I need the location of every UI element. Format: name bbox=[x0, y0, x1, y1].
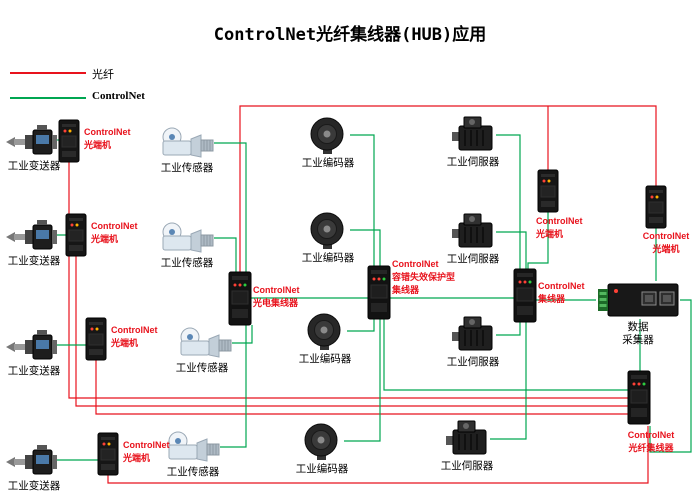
transmitter-2-icon bbox=[5, 219, 58, 250]
transmitter-4-label: 工业变送器 bbox=[7, 480, 61, 492]
sensor-3-label: 工业传感器 bbox=[175, 362, 229, 374]
transmitter-3-label: 工业变送器 bbox=[7, 365, 61, 377]
encoder-3-icon bbox=[307, 313, 341, 351]
servo-3-icon bbox=[451, 316, 493, 351]
fault-tolerant-hub-icon bbox=[367, 265, 391, 320]
servo-4-icon bbox=[445, 420, 487, 455]
optical-terminal-4-icon bbox=[97, 432, 119, 476]
data-collector-label: 数据 采集器 bbox=[622, 321, 654, 346]
diagram-title: ControlNet光纤集线器(HUB)应用 bbox=[213, 25, 487, 45]
servo-4-label: 工业伺服器 bbox=[440, 460, 494, 472]
transmitter-4-icon bbox=[5, 444, 58, 475]
optical-terminal-1-label: ControlNet 光端机 bbox=[84, 127, 131, 151]
sensor-2-label: 工业传感器 bbox=[160, 257, 214, 269]
optical-terminal-6-label: ControlNet 光端机 bbox=[642, 231, 690, 255]
encoder-2-label: 工业编码器 bbox=[301, 252, 355, 264]
fiber-hub-icon bbox=[627, 370, 651, 425]
sensor-1-icon bbox=[162, 127, 214, 158]
data-collector-icon bbox=[597, 283, 679, 317]
fiber-hub-label: ControlNet 光纤集线器 bbox=[627, 430, 675, 454]
optical-terminal-5-icon bbox=[537, 169, 559, 213]
encoder-4-icon bbox=[304, 423, 338, 461]
transmitter-1-label: 工业变送器 bbox=[7, 160, 61, 172]
servo-2-label: 工业伺服器 bbox=[446, 253, 500, 265]
legend-fiber-line bbox=[10, 72, 86, 74]
legend-controlnet-line bbox=[10, 97, 86, 99]
legend-controlnet-label: ControlNet bbox=[92, 90, 145, 102]
servo-1-label: 工业伺服器 bbox=[446, 156, 500, 168]
transmitter-3-icon bbox=[5, 329, 58, 360]
optical-terminal-4-label: ControlNet 光端机 bbox=[123, 440, 170, 464]
sensor-3-icon bbox=[180, 327, 232, 358]
optical-terminal-6-icon bbox=[645, 185, 667, 229]
optical-terminal-1-icon bbox=[58, 119, 80, 163]
sensor-2-icon bbox=[162, 222, 214, 253]
controlnet-hub-icon bbox=[513, 268, 537, 323]
sensor-4-label: 工业传感器 bbox=[166, 466, 220, 478]
encoder-3-label: 工业编码器 bbox=[298, 353, 352, 365]
optical-terminal-3-label: ControlNet 光端机 bbox=[111, 325, 158, 349]
servo-1-icon bbox=[451, 116, 493, 151]
optical-terminal-3-icon bbox=[85, 317, 107, 361]
legend-fiber-label: 光纤 bbox=[92, 69, 114, 81]
sensor-1-label: 工业传感器 bbox=[160, 162, 214, 174]
photoelectric-hub-label: ControlNet 光电集线器 bbox=[253, 285, 300, 309]
encoder-4-label: 工业编码器 bbox=[295, 463, 349, 475]
encoder-2-icon bbox=[310, 212, 344, 250]
encoder-1-icon bbox=[310, 117, 344, 155]
transmitter-2-label: 工业变送器 bbox=[7, 255, 61, 267]
servo-2-icon bbox=[451, 213, 493, 248]
optical-terminal-2-icon bbox=[65, 213, 87, 257]
controlnet-hub-label: ControlNet 集线器 bbox=[538, 281, 585, 305]
photoelectric-hub-icon bbox=[228, 271, 252, 326]
optical-terminal-5-label: ControlNet 光端机 bbox=[536, 216, 583, 240]
servo-3-label: 工业伺服器 bbox=[446, 356, 500, 368]
sensor-4-icon bbox=[168, 431, 220, 462]
fault-tolerant-hub-label: ControlNet 容错失效保护型 集线器 bbox=[392, 259, 456, 296]
transmitter-1-icon bbox=[5, 124, 58, 155]
optical-terminal-2-label: ControlNet 光端机 bbox=[91, 221, 138, 245]
encoder-1-label: 工业编码器 bbox=[301, 157, 355, 169]
